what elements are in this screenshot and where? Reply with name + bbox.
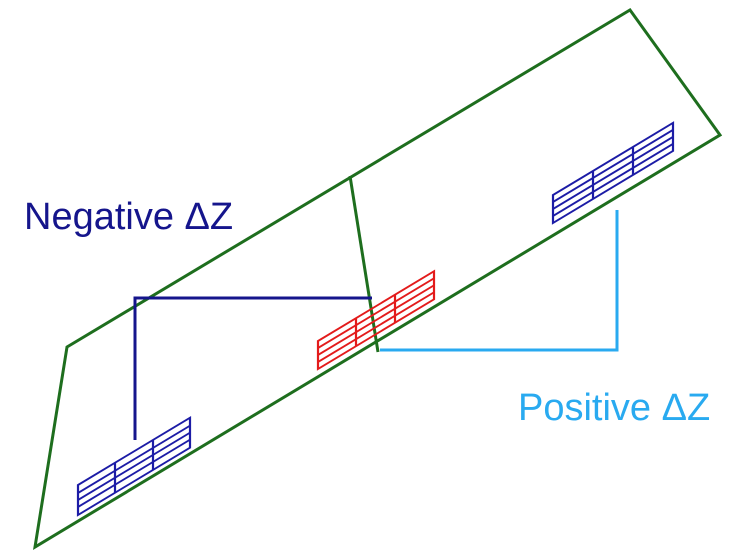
negative-dz-label: Negative ΔZ [24, 196, 234, 238]
tilted-plane-outline [33, 8, 723, 550]
positive-dz-label: Positive ΔZ [518, 387, 711, 429]
panel-array-center [316, 269, 436, 371]
panel-array-left [76, 415, 192, 517]
positive-dz-indicator [380, 210, 619, 352]
negative-dz-indicator [133, 296, 372, 440]
panel-array-right [551, 121, 675, 225]
